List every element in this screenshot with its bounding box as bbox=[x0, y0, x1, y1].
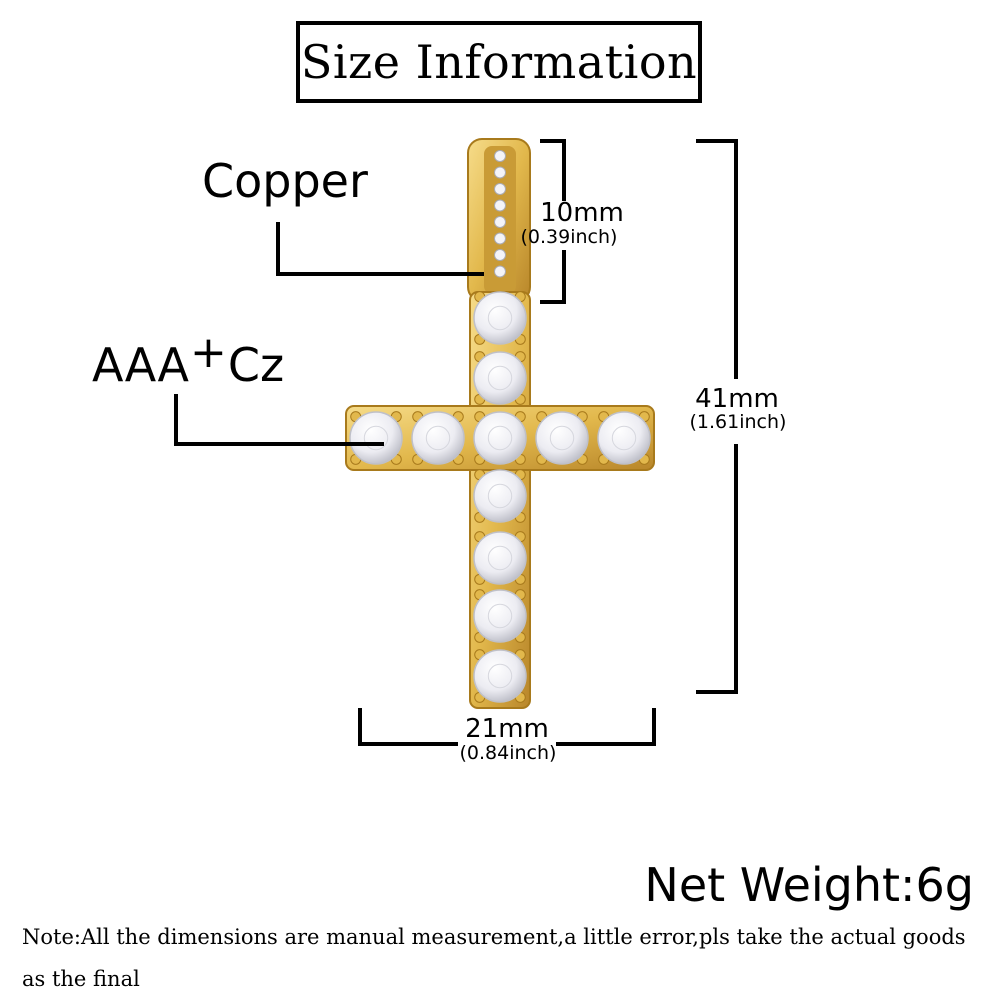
bail-stone bbox=[494, 265, 506, 278]
cz-stone bbox=[473, 469, 527, 523]
width-bracket-right bbox=[652, 708, 656, 746]
net-weight: Net Weight:6g bbox=[644, 858, 974, 912]
cz-prefix: AAA bbox=[92, 338, 189, 392]
measurement-note: Note:All the dimensions are manual measu… bbox=[22, 925, 966, 991]
bail-bracket-lower bbox=[562, 250, 566, 304]
cz-stone bbox=[473, 589, 527, 643]
cz-stone bbox=[411, 411, 465, 465]
width-inch: (0.84inch) bbox=[459, 742, 557, 764]
cross-stones bbox=[349, 291, 651, 703]
cz-stone bbox=[473, 531, 527, 585]
height-bracket-bottom bbox=[696, 690, 738, 694]
cz-stone bbox=[473, 649, 527, 703]
width-bracket-left bbox=[358, 708, 362, 746]
cz-stone bbox=[597, 411, 651, 465]
bail-stone bbox=[494, 199, 506, 212]
bail-stones bbox=[494, 150, 506, 278]
cz-plus: + bbox=[189, 327, 227, 378]
height-bracket-upper bbox=[734, 139, 738, 379]
bail-stone bbox=[494, 216, 506, 228]
cz-suffix: Cz bbox=[227, 338, 285, 392]
bail-bracket-bottom bbox=[540, 300, 566, 304]
bail-bracket-upper bbox=[562, 139, 566, 201]
width-mm: 21mm bbox=[465, 714, 549, 744]
bail-bracket-top bbox=[540, 139, 566, 143]
bail-stone bbox=[494, 232, 506, 245]
bail-stone bbox=[494, 249, 506, 261]
cz-stone bbox=[535, 411, 589, 465]
total-height-inch: (1.61inch) bbox=[689, 411, 787, 433]
cz-stone bbox=[349, 411, 403, 465]
cz-stone bbox=[473, 351, 527, 405]
material-label-cz: AAA+Cz bbox=[92, 331, 284, 389]
height-bracket-top bbox=[696, 139, 738, 143]
material-label-copper: Copper bbox=[202, 154, 368, 208]
width-bracket-right-arm bbox=[556, 742, 656, 746]
bail-stone bbox=[494, 183, 506, 195]
cz-leader-horizontal bbox=[174, 442, 384, 446]
bail-stone bbox=[494, 166, 506, 179]
page-title: Size Information bbox=[300, 35, 698, 89]
height-bracket-lower bbox=[734, 444, 738, 694]
width-bracket-left-arm bbox=[358, 742, 458, 746]
copper-leader-horizontal bbox=[276, 272, 484, 276]
total-height-mm: 41mm bbox=[695, 384, 779, 414]
bail-stone bbox=[494, 150, 506, 162]
cz-stone bbox=[473, 291, 527, 345]
title-box: Size Information bbox=[296, 21, 702, 103]
bail-height-mm: 10mm bbox=[540, 198, 624, 228]
cz-leader-vertical bbox=[174, 394, 178, 446]
bail-height-inch: (0.39inch) bbox=[520, 226, 618, 248]
cz-stone bbox=[473, 411, 527, 465]
copper-leader-vertical bbox=[276, 222, 280, 276]
